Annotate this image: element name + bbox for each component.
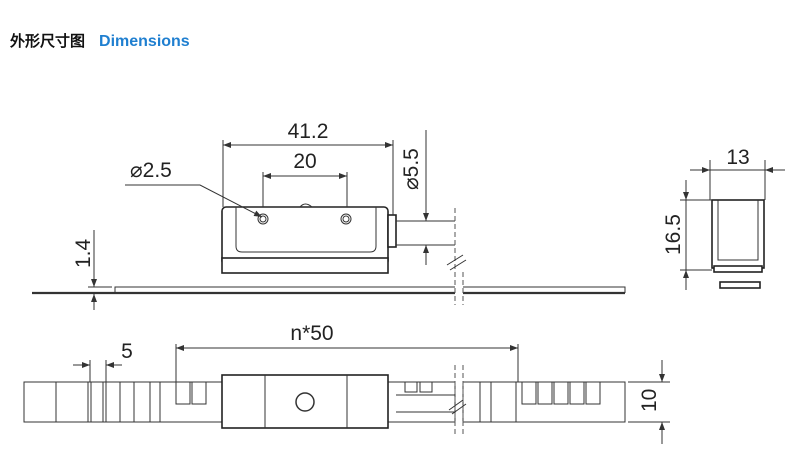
dim-length: 41.2 (288, 120, 329, 143)
sensor-body (221, 206, 389, 266)
dim-offset-height: 1.4 (72, 238, 95, 268)
page-header: 外形尺寸图 Dimensions (10, 30, 190, 51)
side-view: 13 16.5 (662, 146, 785, 290)
sensor-body-bottom (221, 374, 389, 429)
dim-tape-width: 10 (638, 389, 661, 412)
cable-gland (387, 214, 397, 248)
side-rail (719, 281, 761, 289)
title-chinese: 外形尺寸图 (10, 32, 86, 50)
side-body (711, 199, 765, 269)
dim-hole-spacing: 20 (293, 150, 316, 173)
dim-pitch: 5 (121, 340, 133, 363)
bottom-view: 5 n*50 10 (23, 322, 670, 444)
front-view: 41.2 20 ⌀2.5 ⌀5.5 1.4 (32, 120, 626, 310)
dim-height: 16.5 (662, 214, 685, 255)
dim-width: 13 (726, 146, 749, 169)
mounting-hole (340, 213, 352, 225)
title-english: Dimensions (99, 33, 190, 50)
mounting-hole (257, 213, 269, 225)
dim-hole-diameter: ⌀2.5 (130, 159, 172, 182)
dim-cable-diameter: ⌀5.5 (400, 148, 423, 190)
dim-spacing: n*50 (290, 322, 333, 345)
